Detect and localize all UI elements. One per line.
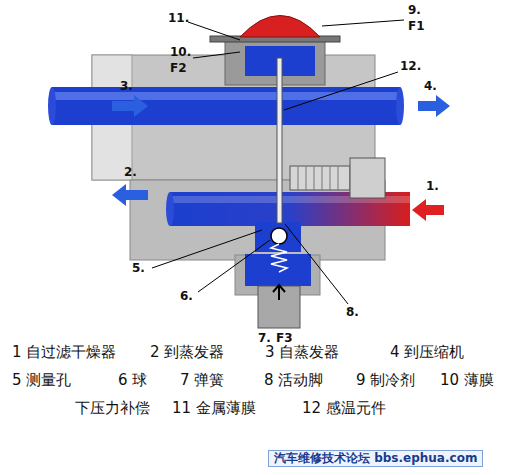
callout-number: 2. bbox=[124, 166, 137, 179]
callout-number: 11. bbox=[168, 12, 189, 25]
legend-item: 7 弹簧 bbox=[180, 372, 224, 389]
legend-item: 3 自蒸发器 bbox=[265, 344, 339, 361]
callout-number: 4. bbox=[424, 80, 437, 93]
callout-number: 5. bbox=[132, 262, 145, 275]
legend-item: 1 自过滤干燥器 bbox=[12, 344, 116, 361]
callout-number: 10. bbox=[170, 46, 191, 59]
legend-item: 下压力补偿 bbox=[75, 400, 150, 417]
callout-number: 12. bbox=[400, 60, 421, 73]
legend-item: 11 金属薄膜 bbox=[172, 400, 256, 417]
watermark: 汽车维修技术论坛 bbs.ephua.com bbox=[268, 450, 483, 467]
legend-item: 5 测量孔 bbox=[12, 372, 71, 389]
callout-number: 9. bbox=[408, 4, 421, 17]
legend-item: 8 活动脚 bbox=[264, 372, 323, 389]
force-label: F1 bbox=[408, 20, 425, 33]
callout-number: 1. bbox=[426, 180, 439, 193]
legend-item: 6 球 bbox=[118, 372, 147, 389]
legend-item: 4 到压缩机 bbox=[390, 344, 464, 361]
callout-number: 3. bbox=[120, 80, 133, 93]
callout-number: 8. bbox=[346, 306, 359, 319]
callout-number: 6. bbox=[180, 290, 193, 303]
force-label: F2 bbox=[170, 62, 187, 75]
legend-item: 10 薄膜 bbox=[440, 372, 494, 389]
legend-item: 12 感温元件 bbox=[302, 400, 386, 417]
legend-item: 2 到蒸发器 bbox=[150, 344, 224, 361]
legend-item: 9 制冷剂 bbox=[356, 372, 415, 389]
